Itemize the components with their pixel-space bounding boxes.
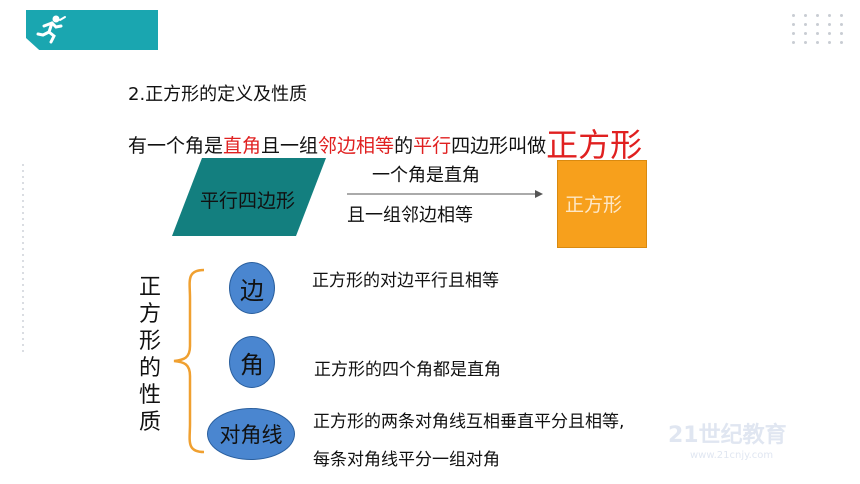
watermark-url: www.21cnjy.com [690, 450, 773, 461]
properties-title-char: 方 [138, 302, 161, 327]
decor-vertical-dots [22, 160, 24, 356]
property-angles: 正方形的四个角都是直角 [314, 360, 501, 380]
arrow-right-icon [347, 190, 543, 198]
running-person-icon [36, 15, 66, 44]
property-diagonals: 正方形的两条对角线互相垂直平分且相等, [313, 412, 625, 432]
properties-title: 正 方 形 的 性 质 [138, 274, 162, 436]
watermark-brand: 21世纪教育 [668, 422, 787, 448]
definition-highlight: 直角 [223, 135, 262, 157]
parallelogram-label: 平行四边形 [200, 190, 296, 212]
square-label: 正方形 [565, 194, 623, 216]
tag-angle: 角 [229, 336, 275, 388]
definition-highlight: 邻边相等 [318, 135, 395, 157]
property-sides: 正方形的对边平行且相等 [312, 271, 499, 291]
header-badge [26, 10, 158, 50]
properties-title-char: 的 [138, 356, 161, 381]
definition-text: 四边形叫做 [451, 135, 547, 157]
tag-diagonal: 对角线 [207, 408, 295, 460]
section-title: 2.正方形的定义及性质 [128, 84, 308, 105]
definition-text: 有一个角是 [128, 135, 224, 157]
watermark-logo: 21世纪教育 www.21cnjy.com [668, 422, 787, 461]
parallelogram-shape [172, 158, 326, 236]
property-diagonals-line2: 每条对角线平分一组对角 [313, 450, 500, 470]
condition-right-angle: 一个角是直角 [372, 165, 480, 186]
decor-dots [792, 14, 846, 44]
properties-title-char: 性 [138, 383, 161, 408]
definition-text: 且一组 [261, 135, 319, 157]
definition-highlight: 平行 [413, 135, 452, 157]
definition-text: 的 [394, 135, 414, 157]
properties-title-char: 正 [138, 275, 161, 300]
tag-side: 边 [229, 262, 275, 314]
definition-sentence: 有一个角是直角且一组邻边相等的平行四边形叫做正方形 [128, 120, 642, 166]
definition-term: 正方形 [546, 126, 643, 164]
properties-title-char: 质 [138, 410, 161, 435]
properties-title-char: 形 [138, 329, 161, 354]
condition-adjacent-sides: 且一组邻边相等 [347, 205, 473, 226]
square-shape [557, 160, 647, 248]
left-brace [173, 268, 205, 454]
